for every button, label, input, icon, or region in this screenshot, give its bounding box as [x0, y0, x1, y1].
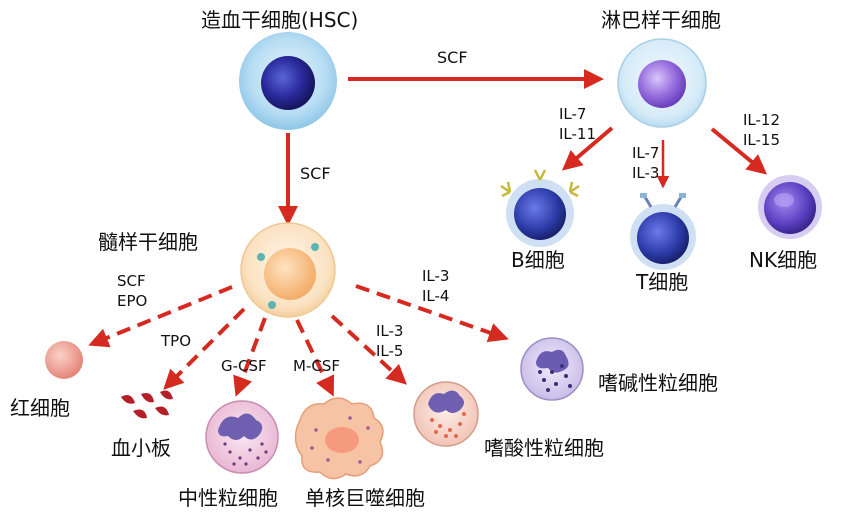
nk-cell-icon — [758, 175, 822, 239]
basophil-label: 嗜碱性粒细胞 — [598, 371, 718, 395]
factor-to-monocyte: M-CSF — [293, 357, 340, 375]
nk-cell-label: NK细胞 — [749, 248, 818, 272]
arrow-lymphoid-to-b — [561, 126, 614, 171]
factor-to-nk: IL-12 IL-15 — [743, 111, 781, 149]
b-cell-label: B细胞 — [511, 248, 565, 272]
macrophage-icon — [294, 397, 384, 480]
factor-to-t: IL-7 IL-3 — [632, 144, 660, 182]
platelet-icon — [121, 390, 173, 419]
factor-to-b: IL-7 IL-11 — [559, 105, 597, 143]
myeloid-stem-cell-icon — [240, 222, 336, 318]
factor-to-basophil: IL-3 IL-4 — [422, 267, 450, 305]
stem-cell-icon — [239, 32, 337, 130]
hsc-label: 造血干细胞(HSC) — [201, 8, 359, 32]
red-blood-cell-icon — [45, 341, 83, 379]
myeloid-progenitor-label: 髓样干细胞 — [98, 230, 198, 254]
lymphocyte-icon — [617, 38, 707, 128]
factor-to-platelet: TPO — [161, 332, 192, 350]
arrow-myeloid-to-red — [88, 285, 233, 348]
b-cell-icon — [500, 169, 580, 247]
factor-to-red: SCF EPO — [117, 272, 148, 310]
neutrophil-label: 中性粒细胞 — [178, 486, 278, 510]
arrows — [88, 69, 768, 397]
lymphoid-progenitor-label: 淋巴样干细胞 — [601, 8, 721, 32]
basophil-icon — [520, 337, 584, 401]
factor-to-eosinophil: IL-3 IL-5 — [376, 322, 404, 360]
arrow-myeloid-to-neutrophil — [233, 317, 267, 397]
platelet-label: 血小板 — [111, 436, 171, 460]
arrow-myeloid-to-platelet — [163, 307, 246, 390]
eosinophil-icon — [413, 381, 479, 447]
eosinophil-label: 嗜酸性粒细胞 — [484, 436, 604, 460]
red-cell-label: 红细胞 — [10, 396, 70, 420]
factor-to-neutrophil: G-CSF — [221, 357, 267, 375]
arrow-myeloid-to-eosinophil — [330, 314, 407, 385]
t-cell-icon — [630, 193, 696, 270]
monocyte-label: 单核巨噬细胞 — [305, 486, 425, 510]
factor-scf-myeloid: SCF — [300, 164, 331, 183]
arrow-myeloid-to-monocyte — [295, 319, 335, 397]
neutrophil-icon — [205, 400, 279, 474]
arrow-myeloid-to-basophil — [355, 284, 509, 343]
t-cell-label: T细胞 — [636, 270, 689, 294]
factor-scf-lymphoid: SCF — [437, 48, 468, 67]
arrow-lymphoid-to-nk — [710, 127, 768, 175]
